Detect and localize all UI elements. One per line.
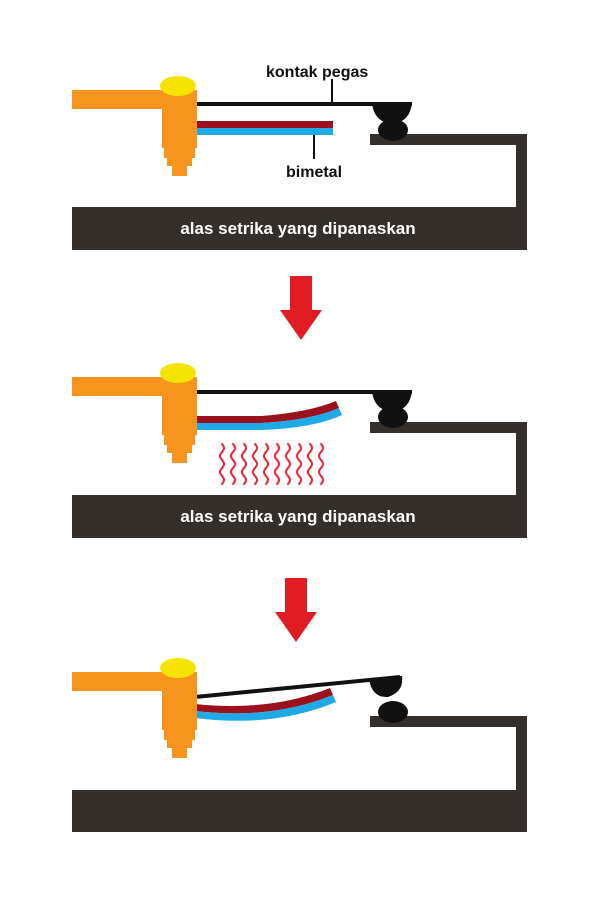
heat-wave-line: [230, 443, 236, 485]
heat-wave-line: [252, 443, 258, 485]
moving-contact: [372, 391, 412, 412]
heat-wave-line: [307, 443, 313, 485]
heat-wave-line: [274, 443, 280, 485]
fixed-contact: [378, 406, 408, 428]
base-plate: [72, 716, 527, 832]
heat-wave-line: [263, 443, 269, 485]
plate-label: alas setrika yang dipanaskan: [180, 219, 415, 238]
terminal: [72, 672, 197, 758]
stage-1-cold: alas setrika yang dipanaskan kontak pega…: [72, 64, 527, 250]
fixed-contact: [378, 119, 408, 141]
bimetal-top-layer: [195, 688, 333, 714]
base-plate: [72, 422, 527, 538]
screw-head: [160, 363, 196, 383]
heat-waves: [219, 443, 324, 485]
spring-contact-label: kontak pegas: [266, 64, 368, 81]
heat-wave-line: [296, 443, 302, 485]
screw-head: [160, 76, 196, 96]
heat-wave-line: [318, 443, 324, 485]
moving-contact: [372, 103, 412, 124]
down-arrow: [280, 276, 322, 340]
bimetal-top-layer: [195, 121, 333, 128]
stage-3-contact-open: [72, 658, 527, 832]
stage-2-heating: alas setrika yang dipanaskan: [72, 363, 527, 538]
heat-wave-line: [285, 443, 291, 485]
bimetal-bottom-layer: [195, 408, 342, 430]
heat-wave-line: [219, 443, 225, 485]
base-plate: [72, 134, 527, 250]
bimetal-top-layer: [195, 401, 339, 423]
plate-label: alas setrika yang dipanaskan: [180, 507, 415, 526]
terminal: [72, 90, 197, 176]
spring-contact: [194, 675, 401, 699]
bimetal-bottom-layer: [195, 695, 336, 721]
terminal: [72, 377, 197, 463]
moving-contact: [369, 676, 403, 698]
bimetal-bottom-layer: [195, 128, 333, 135]
bimetal-label: bimetal: [286, 164, 342, 181]
screw-head: [160, 658, 196, 678]
heat-wave-line: [241, 443, 247, 485]
fixed-contact: [378, 701, 408, 723]
down-arrow: [275, 578, 317, 642]
